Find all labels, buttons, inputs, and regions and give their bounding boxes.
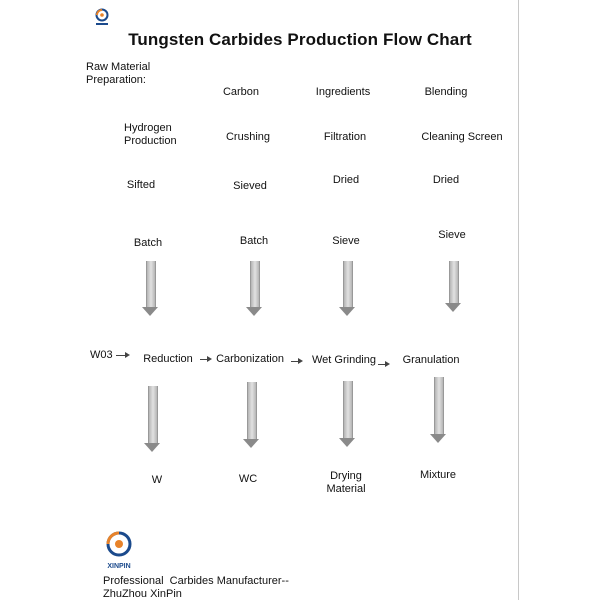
xinpin-logo-icon <box>95 8 109 25</box>
output-drying-material: Drying Material <box>326 470 365 496</box>
footer: Professional Carbides Manufacturer-- Zhu… <box>103 575 289 601</box>
xinpin-logo-icon-large: XINPIN <box>106 531 132 570</box>
down-arrow-col3-lower <box>339 381 355 447</box>
col3-step2: Filtration <box>323 131 367 143</box>
process-step-reduction: Reduction <box>143 353 193 365</box>
output-mixture: Mixture <box>419 469 457 481</box>
process-arrow-3 <box>378 361 390 367</box>
process-step-granulation: Granulation <box>402 354 460 366</box>
output-drying-line1: Drying <box>330 470 362 482</box>
footer-line2: ZhuZhou XinPin <box>103 588 182 600</box>
input-arrow <box>116 352 130 358</box>
raw-material-label-line2: Preparation: <box>86 74 146 86</box>
col1-step3: Sifted <box>126 179 156 191</box>
raw-material-label-line1: Raw Material <box>86 61 151 73</box>
down-arrow-col4-upper <box>445 261 461 312</box>
chart-title: Tungsten Carbides Production Flow Chart <box>128 30 472 49</box>
col1-step2: Hydrogen Production <box>124 122 177 148</box>
down-arrow-col3-upper <box>339 261 355 316</box>
process-arrow-1 <box>200 356 212 362</box>
col4-step4: Sieve <box>438 229 466 241</box>
col3-step3: Dried <box>332 174 360 186</box>
process-input: W03 <box>90 349 113 361</box>
col1-step4: Batch <box>133 237 163 249</box>
col4-step3: Dried <box>432 174 460 186</box>
logo-text: XINPIN <box>107 563 130 570</box>
down-arrow-col2-lower <box>243 382 259 448</box>
col2-step2: Crushing <box>225 131 271 143</box>
col3-step4: Sieve <box>332 235 360 247</box>
col2-step1: Carbon <box>222 86 260 98</box>
down-arrow-col1-lower <box>144 386 160 452</box>
down-arrow-col1-upper <box>142 261 158 316</box>
col3-step1: Ingredients <box>315 86 371 98</box>
output-wc: WC <box>238 473 258 485</box>
col2-step3: Sieved <box>233 180 267 192</box>
footer-line1: Professional Carbides Manufacturer-- <box>103 575 289 587</box>
output-w: W <box>151 474 163 486</box>
col1-step2-line2: Production <box>124 135 177 147</box>
col2-step4: Batch <box>239 235 269 247</box>
down-arrow-col4-lower <box>430 377 446 443</box>
process-arrow-2 <box>291 358 303 364</box>
page-right-border <box>518 0 519 600</box>
process-step-wet-grinding: Wet Grinding <box>312 354 376 366</box>
col1-step2-line1: Hydrogen <box>124 122 172 134</box>
col4-step1: Blending <box>424 86 468 98</box>
col4-step2: Cleaning Screen <box>421 131 503 143</box>
output-drying-line2: Material <box>326 483 366 495</box>
raw-material-label: Raw Material Preparation: <box>86 61 150 87</box>
down-arrow-col2-upper <box>246 261 262 316</box>
process-step-carbonization: Carbonization <box>216 353 284 365</box>
